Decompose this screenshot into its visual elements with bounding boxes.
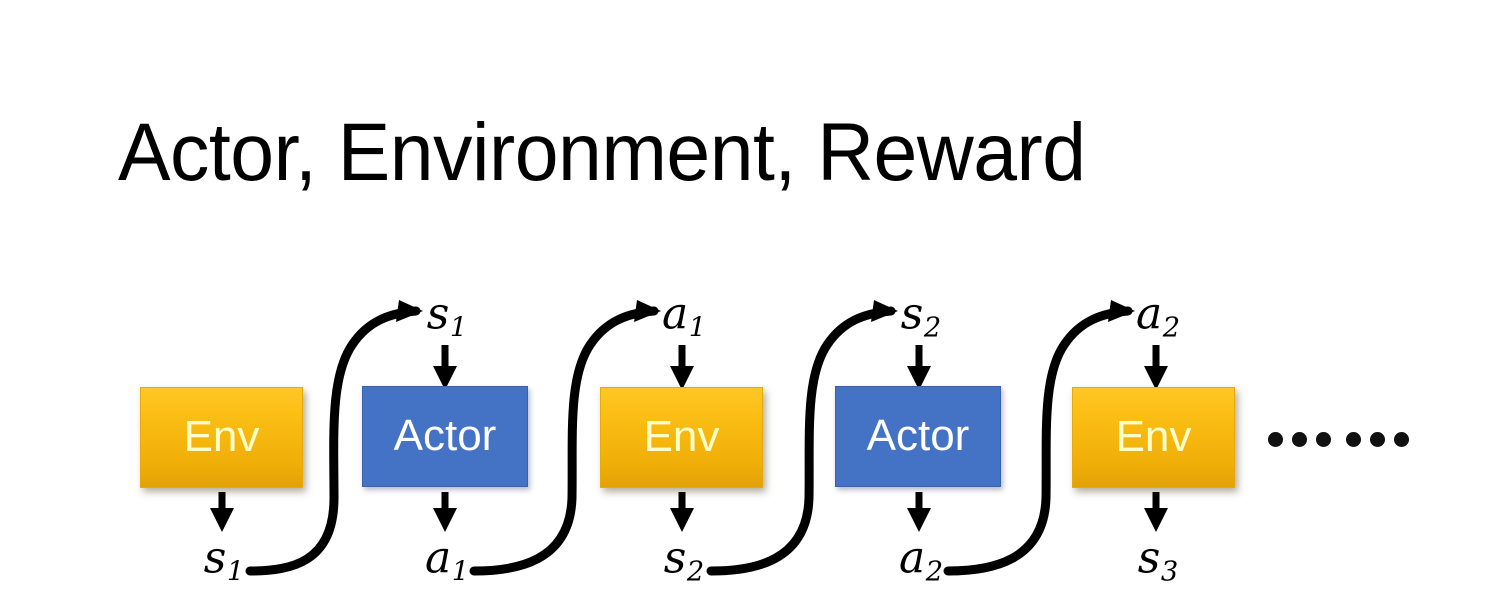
- ellipsis-dot: [1316, 432, 1331, 447]
- label-output-s2: s2: [664, 536, 705, 588]
- node-label: Actor: [393, 410, 497, 460]
- label-input-a1: a1: [662, 292, 707, 344]
- label-output-s1: s1: [204, 536, 245, 588]
- label-subscript: 1: [451, 556, 470, 588]
- output-arrow-env2-to-s2: [670, 492, 694, 532]
- output-arrow-env1-to-s1: [210, 492, 234, 532]
- label-base: s: [663, 532, 687, 584]
- label-subscript: 2: [923, 312, 942, 344]
- label-subscript: 1: [688, 312, 707, 344]
- ellipsis-dot-group: [1268, 432, 1331, 447]
- label-base: s: [900, 288, 924, 340]
- ellipsis-dot: [1346, 432, 1361, 447]
- node-actor-1[interactable]: Actor: [362, 386, 528, 487]
- node-label: Env: [183, 411, 260, 461]
- input-arrow-s2-to-actor2: [907, 345, 931, 390]
- label-input-s2: s2: [901, 292, 942, 344]
- label-input-s1: s1: [427, 292, 468, 344]
- ellipsis-dot: [1268, 432, 1283, 447]
- input-arrow-a2-to-env3: [1144, 345, 1168, 390]
- label-subscript: 2: [1162, 312, 1181, 344]
- output-arrow-actor1-to-a1: [433, 492, 457, 532]
- label-base: a: [424, 532, 452, 584]
- label-subscript: 2: [925, 556, 944, 588]
- label-base: s: [203, 532, 227, 584]
- node-actor-2[interactable]: Actor: [835, 386, 1001, 487]
- input-arrows: [433, 345, 1168, 390]
- label-output-s3: s3: [1138, 536, 1179, 588]
- ellipsis-dot: [1370, 432, 1385, 447]
- label-base: s: [1137, 532, 1161, 584]
- label-output-a1: a1: [425, 536, 470, 588]
- label-base: a: [1135, 288, 1163, 340]
- label-subscript: 1: [449, 312, 468, 344]
- node-label: Actor: [866, 410, 970, 460]
- label-subscript: 2: [686, 556, 705, 588]
- label-output-a2: a2: [899, 536, 944, 588]
- node-env-1[interactable]: Env: [140, 387, 303, 488]
- ellipsis-dot: [1292, 432, 1307, 447]
- ellipsis-continuation: [1268, 432, 1409, 447]
- label-base: a: [661, 288, 689, 340]
- label-subscript: 3: [1160, 556, 1179, 588]
- ellipsis-dot: [1394, 432, 1409, 447]
- input-arrow-s1-to-actor1: [433, 345, 457, 390]
- node-label: Env: [1115, 411, 1192, 461]
- output-arrow-actor2-to-a2: [907, 492, 931, 532]
- label-base: s: [426, 288, 450, 340]
- label-base: a: [898, 532, 926, 584]
- label-input-a2: a2: [1136, 292, 1181, 344]
- page-title: Actor, Environment, Reward: [118, 107, 1086, 198]
- node-env-3[interactable]: Env: [1072, 387, 1235, 488]
- output-arrows: [210, 492, 1168, 532]
- label-subscript: 1: [226, 556, 245, 588]
- output-arrow-env3-to-s3: [1144, 492, 1168, 532]
- input-arrow-a1-to-env2: [670, 345, 694, 390]
- ellipsis-dot-group: [1346, 432, 1409, 447]
- node-env-2[interactable]: Env: [600, 387, 763, 488]
- node-label: Env: [643, 411, 720, 461]
